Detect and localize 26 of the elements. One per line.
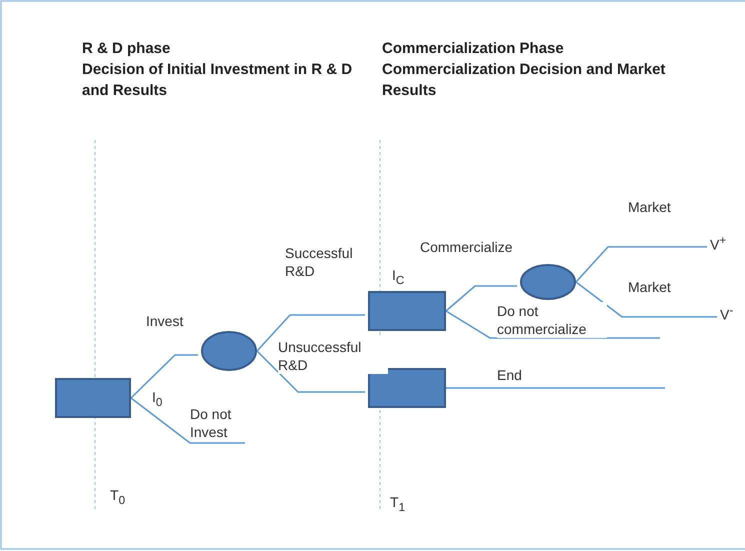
edge-label: Do not commercialize [497, 302, 607, 338]
value-label: V$^{+}$ [710, 232, 726, 254]
branch-line [256, 350, 365, 393]
heading: Commercialization Decision and Market Results [382, 60, 666, 101]
branch-line [446, 387, 665, 389]
decision-box [55, 378, 131, 418]
branch-line [130, 397, 245, 444]
branch-line [256, 314, 365, 352]
investment-label: I$_{0}$ [152, 388, 162, 411]
branch-line [446, 285, 517, 312]
time-label: T$_{0}$ [110, 486, 126, 509]
value-label: V$^{-}$ [720, 302, 734, 324]
heading: Commercialization Phase [382, 39, 564, 59]
heading: R & D phase [82, 39, 170, 59]
branch-line [576, 281, 717, 318]
branch-line [130, 354, 198, 399]
chance-node [520, 264, 576, 300]
edge-label: Unsuccessful R&D [278, 338, 388, 374]
decision-box [368, 368, 446, 408]
investment-label: I$_{C}$ [392, 266, 404, 289]
branch-line [446, 310, 660, 339]
heading: Decision of Initial Investment in R & D and Results [82, 60, 354, 101]
chance-node [201, 331, 257, 371]
time-label: T$_{1}$ [390, 493, 406, 516]
decision-box [368, 291, 446, 331]
branch-line [575, 246, 707, 282]
